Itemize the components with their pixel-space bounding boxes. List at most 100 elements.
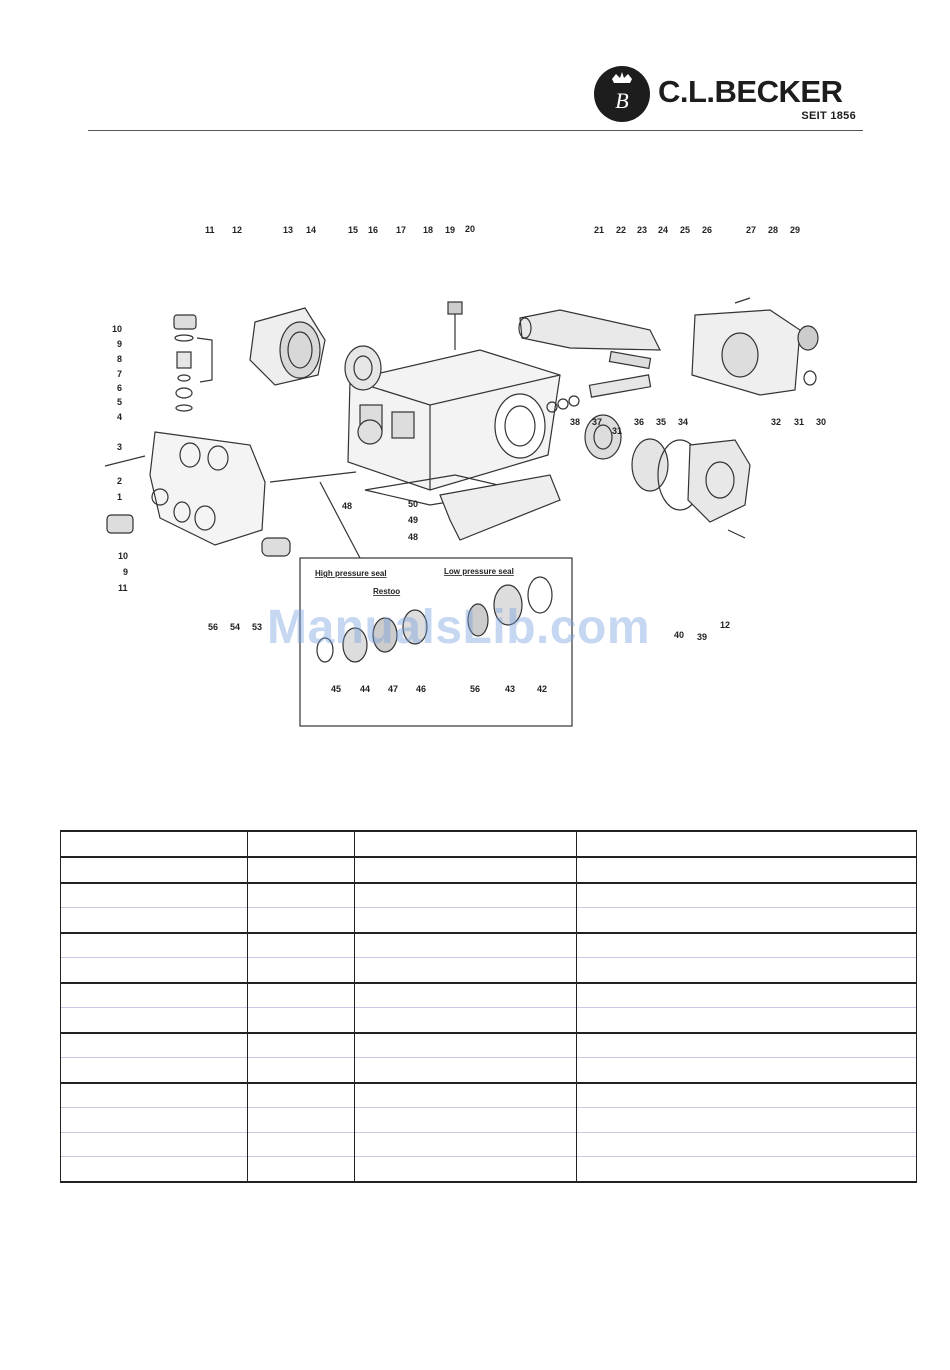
part-label: 14 bbox=[306, 225, 316, 235]
table-cell bbox=[247, 1156, 355, 1183]
part-label: 2 bbox=[117, 476, 122, 486]
part-label: 50 bbox=[408, 499, 418, 509]
table-cell bbox=[576, 907, 917, 933]
part-label: 21 bbox=[594, 225, 604, 235]
crown-monogram-icon: B bbox=[594, 66, 650, 122]
table-cell bbox=[60, 881, 248, 908]
table-cell bbox=[354, 1156, 577, 1183]
part-label: 10 bbox=[112, 324, 122, 334]
part-label: 20 bbox=[465, 224, 475, 234]
table-cell bbox=[354, 1131, 577, 1157]
part-label: 56 bbox=[208, 622, 218, 632]
table-cell bbox=[354, 881, 577, 908]
table-cell bbox=[576, 1057, 917, 1083]
part-label: 12 bbox=[232, 225, 242, 235]
part-label: 4 bbox=[117, 412, 122, 422]
table-cell bbox=[354, 1007, 577, 1033]
table-header-row bbox=[60, 830, 917, 858]
part-label: 42 bbox=[537, 684, 547, 694]
part-label: 56 bbox=[470, 684, 480, 694]
part-label: 15 bbox=[348, 225, 358, 235]
table-cell bbox=[576, 856, 917, 883]
table-cell bbox=[247, 1057, 355, 1083]
part-label: 45 bbox=[331, 684, 341, 694]
part-label: 40 bbox=[674, 630, 684, 640]
part-label: 53 bbox=[252, 622, 262, 632]
table-cell bbox=[60, 981, 248, 1008]
part-label: 29 bbox=[790, 225, 800, 235]
table-row bbox=[60, 957, 917, 983]
table-cell bbox=[354, 907, 577, 933]
part-label: 46 bbox=[416, 684, 426, 694]
part-label: 48 bbox=[342, 501, 352, 511]
part-label: 17 bbox=[396, 225, 406, 235]
table-cell bbox=[576, 1131, 917, 1157]
table-cell bbox=[247, 931, 355, 958]
part-label: 24 bbox=[658, 225, 668, 235]
part-label: 28 bbox=[768, 225, 778, 235]
brand-logo: B C.L.BECKER SEIT 1856 bbox=[594, 66, 864, 126]
table-cell bbox=[60, 957, 248, 983]
part-label: 3 bbox=[117, 442, 122, 452]
part-label: 9 bbox=[117, 339, 122, 349]
part-label: 54 bbox=[230, 622, 240, 632]
table-cell bbox=[576, 1107, 917, 1132]
part-label: 27 bbox=[746, 225, 756, 235]
table-cell bbox=[60, 931, 248, 958]
table-cell bbox=[576, 957, 917, 983]
table-row bbox=[60, 981, 917, 1008]
part-label: 18 bbox=[423, 225, 433, 235]
table-row bbox=[60, 931, 917, 958]
part-label: 8 bbox=[117, 354, 122, 364]
table-row bbox=[60, 1156, 917, 1183]
table-cell bbox=[354, 931, 577, 958]
part-label: 9 bbox=[123, 567, 128, 577]
watermark: ManualsLib.com bbox=[267, 601, 651, 654]
table-row bbox=[60, 881, 917, 908]
table-cell bbox=[247, 856, 355, 883]
table-cell bbox=[247, 1007, 355, 1033]
table-cell bbox=[60, 1131, 248, 1157]
table-cell bbox=[60, 1156, 248, 1183]
part-label: 26 bbox=[702, 225, 712, 235]
table-cell bbox=[576, 1007, 917, 1033]
table-header-cell bbox=[247, 830, 355, 858]
table-row bbox=[60, 856, 917, 883]
part-label: 5 bbox=[117, 397, 122, 407]
table-row bbox=[60, 1057, 917, 1083]
table-row bbox=[60, 1031, 917, 1058]
part-label: 7 bbox=[117, 369, 122, 379]
part-number-labels: 11 12 13 14 15 16 17 18 19 20 21 22 23 2… bbox=[112, 224, 826, 694]
part-label: 19 bbox=[445, 225, 455, 235]
part-label: 22 bbox=[616, 225, 626, 235]
part-label: 47 bbox=[388, 684, 398, 694]
table-row bbox=[60, 1081, 917, 1108]
table-cell bbox=[354, 981, 577, 1008]
table-cell bbox=[576, 1031, 917, 1058]
table-cell bbox=[60, 856, 248, 883]
part-label: 1 bbox=[117, 492, 122, 502]
part-label: 6 bbox=[117, 383, 122, 393]
table-cell bbox=[247, 1081, 355, 1108]
table-row bbox=[60, 907, 917, 933]
part-label: 43 bbox=[505, 684, 515, 694]
part-label: 25 bbox=[680, 225, 690, 235]
part-label: 32 bbox=[771, 417, 781, 427]
part-label: 31 bbox=[794, 417, 804, 427]
part-label: 39 bbox=[697, 632, 707, 642]
part-label: 16 bbox=[368, 225, 378, 235]
table-row bbox=[60, 1131, 917, 1157]
low-pressure-seal-caption: Low pressure seal bbox=[444, 567, 514, 576]
part-label: 35 bbox=[656, 417, 666, 427]
table-cell bbox=[354, 1081, 577, 1108]
part-label: 44 bbox=[360, 684, 370, 694]
high-pressure-seal-caption: High pressure seal bbox=[315, 569, 387, 578]
table-row bbox=[60, 1107, 917, 1132]
part-label: 34 bbox=[678, 417, 688, 427]
table-cell bbox=[354, 957, 577, 983]
part-label: 10 bbox=[118, 551, 128, 561]
table-cell bbox=[247, 957, 355, 983]
table-cell bbox=[354, 1057, 577, 1083]
table-cell bbox=[60, 1007, 248, 1033]
table-cell bbox=[247, 881, 355, 908]
